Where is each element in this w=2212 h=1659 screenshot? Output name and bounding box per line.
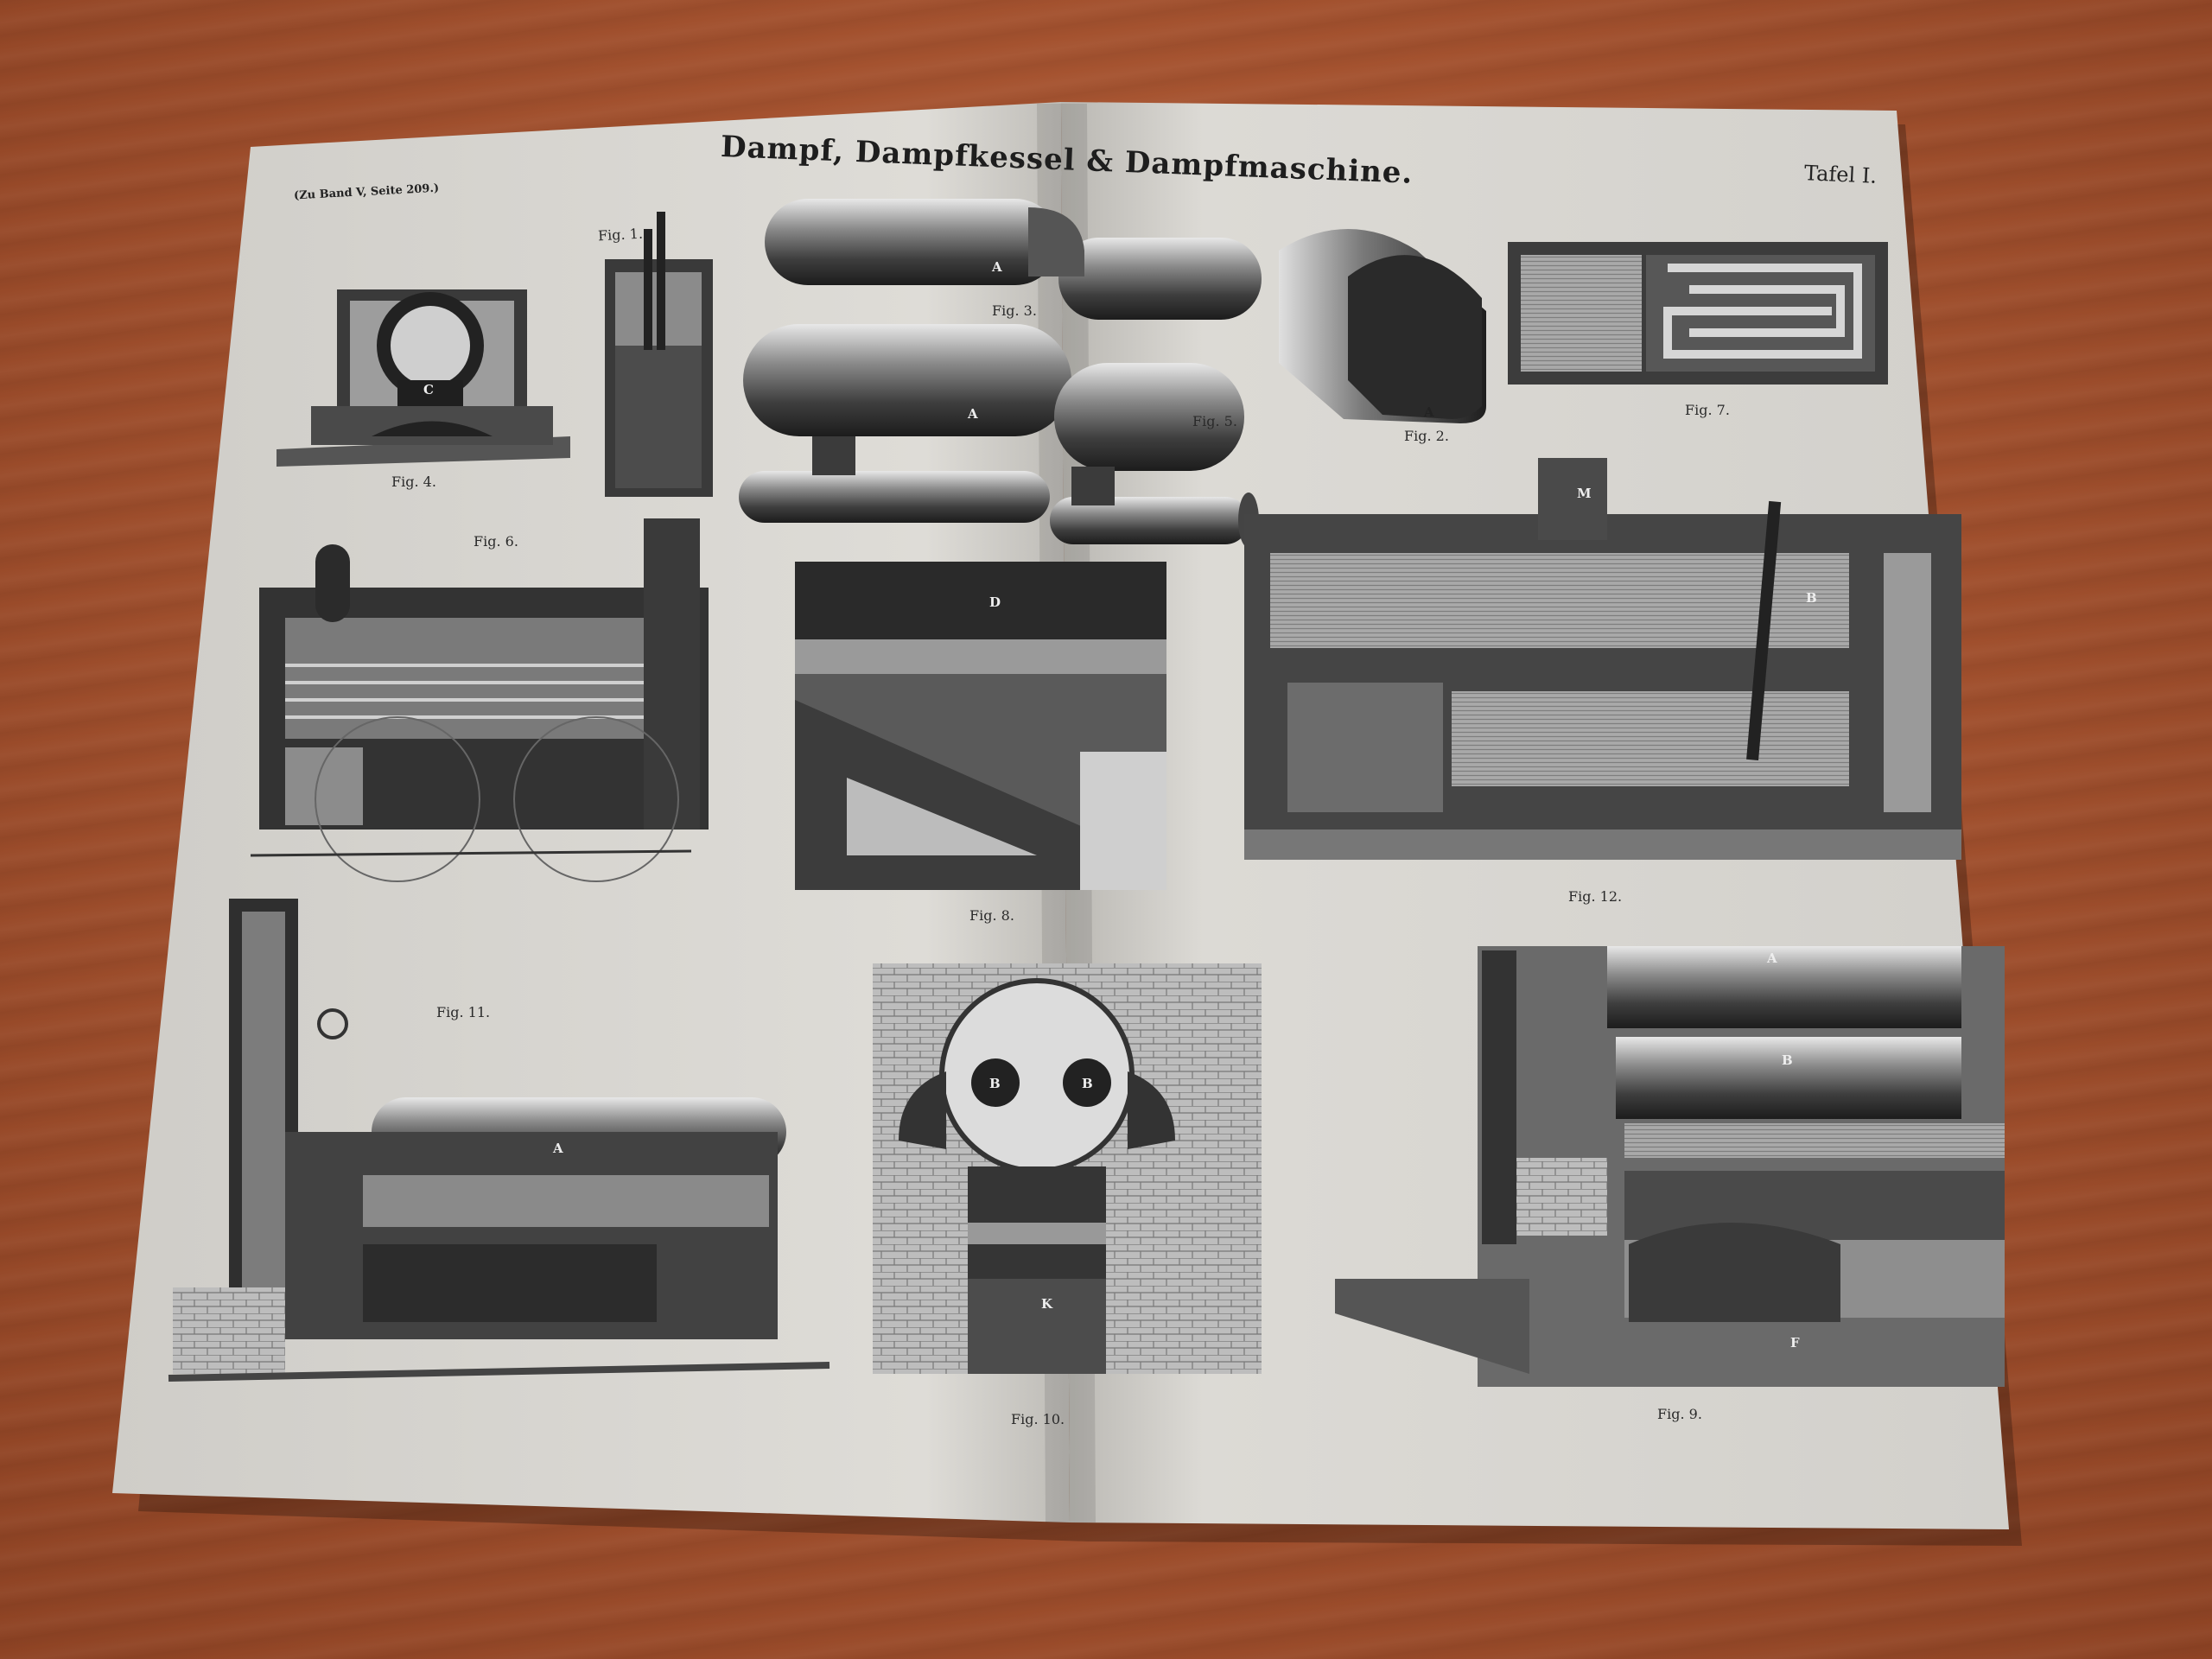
fig-1-drawing — [605, 212, 713, 497]
letter-m-fig12: M — [1577, 486, 1592, 501]
caption-fig-12: Fig. 12. — [1568, 888, 1623, 905]
letter-a-fig2: A — [1424, 404, 1434, 420]
fig-5-drawing — [739, 324, 1259, 548]
fig-4-drawing — [276, 289, 570, 467]
letter-a-fig11: A — [553, 1141, 563, 1156]
fig-11-drawing — [168, 899, 830, 1382]
caption-fig-9: Fig. 9. — [1657, 1406, 1702, 1422]
caption-fig-10: Fig. 10. — [1011, 1411, 1065, 1427]
caption-fig-5: Fig. 5. — [1192, 413, 1237, 429]
letter-c-fig4: C — [423, 382, 434, 397]
caption-fig-4: Fig. 4. — [391, 474, 436, 490]
caption-fig-8: Fig. 8. — [969, 907, 1014, 924]
caption-fig-6: Fig. 6. — [474, 533, 518, 550]
letter-b-fig10-left: B — [989, 1076, 1001, 1091]
letter-a-fig3: A — [992, 259, 1002, 275]
fig-3-drawing — [765, 199, 1262, 320]
caption-fig-1: Fig. 1. — [597, 225, 644, 245]
caption-fig-11: Fig. 11. — [436, 1004, 491, 1020]
letter-b-fig9: B — [1782, 1052, 1793, 1068]
caption-fig-7: Fig. 7. — [1685, 402, 1730, 418]
letter-a-fig9: A — [1767, 950, 1777, 966]
letter-a-fig5: A — [968, 406, 978, 422]
fig-10-drawing — [873, 963, 1262, 1374]
fig-6-drawing — [250, 518, 709, 882]
letter-b-fig10-right: B — [1082, 1076, 1093, 1091]
caption-fig-2: Fig. 2. — [1404, 428, 1449, 444]
fig-12-drawing — [1244, 458, 1961, 860]
plate-number: Tafel I. — [1803, 161, 1878, 188]
letter-k-fig10: K — [1041, 1296, 1053, 1312]
fig-2-drawing — [1279, 229, 1486, 423]
fig-7-drawing — [1508, 242, 1888, 385]
letter-f-fig9: F — [1790, 1335, 1800, 1351]
fig-9-drawing — [1335, 946, 2005, 1387]
letter-d-fig8: D — [989, 594, 1001, 610]
fig-8-drawing — [795, 562, 1166, 890]
caption-fig-3: Fig. 3. — [992, 302, 1037, 319]
letter-b-fig12: B — [1806, 590, 1817, 606]
